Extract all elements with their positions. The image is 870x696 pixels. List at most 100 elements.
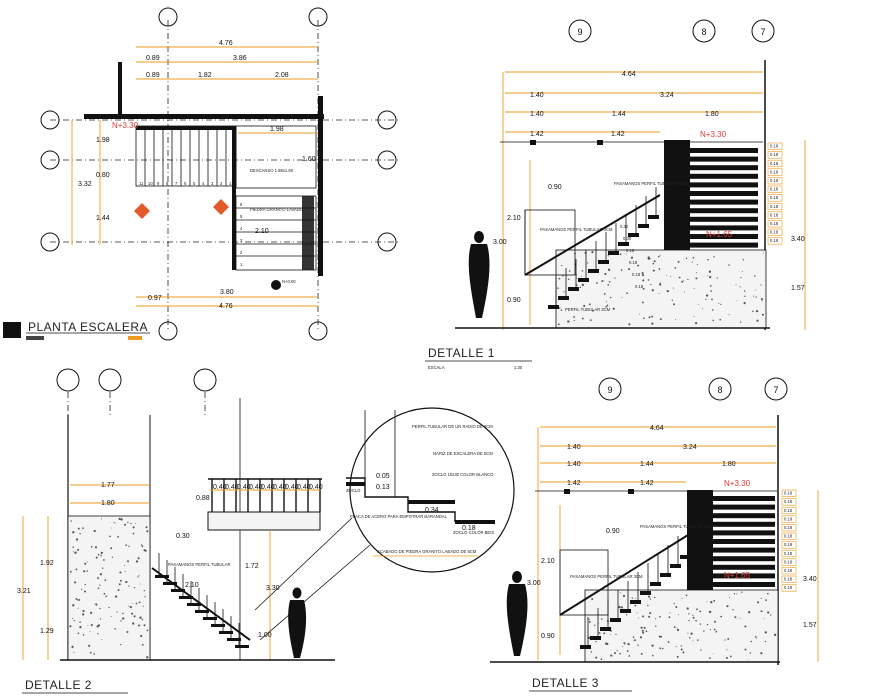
concrete-texture: [89, 631, 91, 633]
riser-box: [767, 177, 783, 185]
concrete-texture: [128, 605, 130, 607]
concrete-texture: [632, 636, 635, 639]
plan-dim: 1.82: [198, 72, 212, 79]
concrete-texture: [631, 597, 633, 599]
detalle-2: 1.77 1.80 0.88 0.30 1.92 3.21 1.29 2.10 …: [17, 368, 335, 694]
concrete-texture: [736, 593, 738, 595]
concrete-texture: [88, 644, 91, 647]
plan-dim: 4.76: [219, 303, 233, 310]
d1-dim: 3.24: [660, 92, 674, 99]
concrete-texture: [714, 620, 716, 623]
concrete-texture: [77, 527, 80, 530]
d3-label: PASAMANOS PERFIL TUBULAR 3CM: [640, 524, 713, 529]
concrete-texture: [581, 270, 584, 272]
concrete-texture: [673, 626, 676, 628]
concrete-texture: [661, 647, 664, 650]
concrete-texture: [588, 620, 591, 623]
concrete-texture: [125, 544, 128, 547]
railing-bar: [690, 208, 758, 214]
concrete-texture: [647, 604, 649, 607]
concrete-texture: [600, 658, 603, 660]
concrete-texture: [687, 632, 689, 634]
concrete-texture: [726, 605, 729, 608]
concrete-texture: [756, 637, 758, 639]
concrete-texture: [118, 583, 121, 586]
concrete-texture: [625, 614, 628, 616]
concrete-texture: [581, 283, 585, 287]
concrete-texture: [141, 618, 144, 621]
railing-bar: [690, 165, 758, 171]
concrete-texture: [643, 626, 646, 629]
concrete-texture: [658, 268, 661, 270]
concrete-texture: [676, 627, 678, 629]
concrete-texture: [685, 257, 688, 260]
concrete-texture: [642, 631, 645, 634]
concrete-texture: [713, 599, 716, 602]
concrete-texture: [710, 601, 713, 604]
railing-bar: [690, 156, 758, 162]
concrete-texture: [79, 626, 82, 629]
concrete-texture: [739, 617, 741, 619]
concrete-texture: [128, 545, 130, 548]
concrete-texture: [734, 616, 737, 619]
riser-dim: 0.18: [770, 152, 779, 157]
concrete-texture: [120, 620, 122, 622]
concrete-texture: [616, 650, 618, 652]
concrete-texture: [119, 579, 122, 582]
concrete-texture: [72, 617, 74, 620]
concrete-texture: [603, 293, 606, 295]
concrete-texture: [648, 615, 651, 618]
rail-dim: 0.40: [261, 484, 275, 491]
concrete-texture: [659, 255, 661, 257]
concrete-texture: [581, 317, 584, 320]
callout-label: ZOCLO 10x30 COLOR BLANCO: [432, 472, 494, 477]
concrete-texture: [93, 529, 96, 533]
concrete-texture: [573, 316, 576, 318]
concrete-texture: [651, 644, 654, 647]
concrete-texture: [82, 634, 85, 636]
step-dim: 0.18: [626, 248, 635, 253]
concrete-texture: [728, 264, 730, 266]
concrete-texture: [744, 648, 747, 651]
concrete-texture: [87, 561, 88, 563]
plan-dim: 3.86: [233, 55, 247, 62]
stair-tread: [648, 215, 659, 219]
riser-box: [767, 237, 783, 245]
concrete-texture: [630, 256, 634, 259]
concrete-texture: [122, 612, 124, 615]
concrete-texture: [696, 608, 698, 611]
concrete-texture: [601, 280, 604, 283]
concrete-texture: [74, 581, 77, 584]
concrete-texture: [706, 601, 708, 603]
stair-tread: [638, 224, 649, 228]
concrete-texture: [122, 617, 125, 620]
concrete-texture: [144, 596, 146, 598]
callout-dim: 0.34: [425, 507, 439, 514]
concrete-texture: [760, 610, 763, 613]
concrete-texture: [676, 655, 679, 658]
d3-label: PASAMANOS PERFIL TUBULAR 3CM: [570, 574, 643, 579]
concrete-texture: [560, 309, 563, 311]
concrete-texture: [677, 260, 680, 263]
rail-dim: 0.40: [273, 484, 287, 491]
railing-bar: [713, 556, 775, 562]
plan-dim: 1.98: [270, 126, 284, 133]
d3-level-top: N+3.30: [724, 479, 751, 488]
concrete-texture: [763, 618, 765, 620]
stair-tread: [660, 573, 671, 577]
plan-level-top: N+3.30: [112, 121, 139, 130]
plan-dim: 1.98: [96, 137, 110, 144]
plan-landing-label: DESCANSO 1.98x1.60: [250, 168, 294, 173]
concrete-texture: [72, 531, 75, 534]
step-number: 6: [184, 181, 187, 186]
concrete-texture: [754, 636, 757, 638]
concrete-texture: [588, 618, 590, 621]
concrete-texture: [590, 651, 593, 653]
concrete-texture: [117, 535, 119, 538]
concrete-texture: [589, 319, 592, 321]
concrete-texture: [626, 650, 629, 652]
plan-dim: 0.89: [146, 55, 160, 62]
riser-dim: 0.18: [770, 187, 779, 192]
concrete-texture: [621, 297, 623, 298]
